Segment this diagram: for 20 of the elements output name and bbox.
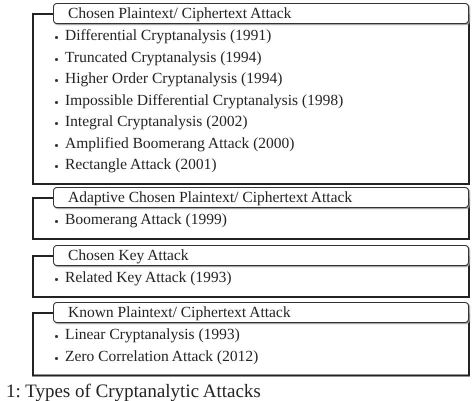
attack-item: Related Key Attack (1993) (65, 269, 232, 287)
attack-item: Zero Correlation Attack (2012) (65, 348, 258, 366)
attack-item: Integral Cryptanalysis (2002) (65, 113, 248, 131)
attack-item: Rectangle Attack (2001) (65, 156, 217, 174)
attack-item: Linear Cryptanalysis (1993) (65, 326, 240, 344)
figure-caption: 1: Types of Cryptanalytic Attacks (6, 382, 261, 401)
attack-item: Boomerang Attack (1999) (65, 211, 227, 229)
category-header-box (53, 245, 469, 266)
attack-item: Impossible Differential Cryptanalysis (1998) (65, 92, 344, 110)
category-title: Adaptive Chosen Plaintext/ Ciphertext Attack (68, 189, 352, 206)
category-title: Known Plaintext/ Ciphertext Attack (68, 304, 291, 321)
attack-item: Higher Order Cryptanalysis (1994) (65, 70, 282, 88)
category-title: Chosen Key Attack (68, 247, 189, 264)
category-header-box (53, 3, 469, 24)
category-title: Chosen Plaintext/ Ciphertext Attack (68, 5, 292, 22)
attack-item: Amplified Boomerang Attack (2000) (65, 134, 294, 152)
category-header-box (53, 302, 469, 323)
category-header-box (53, 187, 469, 208)
attack-item: Differential Cryptanalysis (1991) (65, 27, 272, 45)
attack-item: Truncated Cryptanalysis (1994) (65, 48, 262, 66)
